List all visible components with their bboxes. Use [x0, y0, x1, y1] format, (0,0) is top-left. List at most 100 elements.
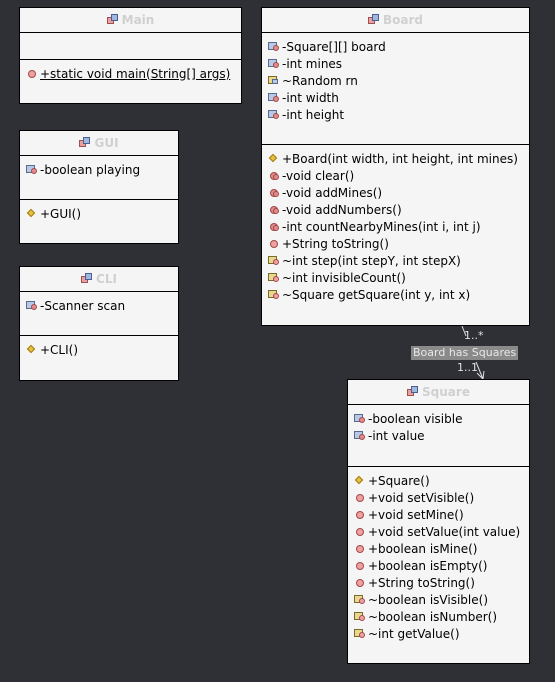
operation-text: +boolean isMine() [368, 541, 478, 556]
operation-row[interactable]: ~Square getSquare(int y, int x) [262, 286, 529, 303]
operation-text: +String toString() [282, 236, 389, 251]
operation-text: +Board(int width, int height, int mines) [282, 151, 518, 166]
operation-row[interactable]: +void setValue(int value) [348, 523, 529, 540]
operations-section: +Square() +void setVisible() +void setMine… [348, 467, 529, 642]
attribute-text: -Square[][] board [282, 39, 386, 54]
attribute-row[interactable]: -boolean playing [20, 161, 178, 178]
association-label[interactable]: Board has Squares [411, 346, 519, 360]
attribute-row[interactable]: -int value [348, 427, 529, 444]
private-field-icon [268, 58, 279, 69]
class-gui[interactable]: GUI -boolean playing +GUI() [19, 130, 179, 244]
class-icon [106, 14, 119, 26]
operation-row[interactable]: +String toString() [348, 574, 529, 591]
constructor-icon [26, 344, 37, 355]
operation-row[interactable]: +void setMine() [348, 506, 529, 523]
operations-section: +Board(int width, int height, int mines)… [262, 145, 529, 303]
operation-text: -int countNearbyMines(int i, int j) [282, 219, 481, 234]
operation-row[interactable]: +boolean isEmpty() [348, 557, 529, 574]
operation-text: +void setMine() [368, 507, 464, 522]
operation-row[interactable]: ~int getValue() [348, 625, 529, 642]
attribute-row[interactable]: -Square[][] board [262, 38, 529, 55]
operation-text: ~int step(int stepY, int stepX) [282, 253, 461, 268]
attribute-text: -Scanner scan [40, 298, 126, 313]
operation-row[interactable]: ~boolean isNumber() [348, 608, 529, 625]
operation-row[interactable]: +boolean isMine() [348, 540, 529, 557]
operation-text: +GUI() [40, 206, 82, 221]
attributes-section: -boolean visible-int value [348, 405, 529, 467]
private-field-icon [354, 413, 365, 424]
operation-row[interactable]: -void clear() [262, 167, 529, 184]
private-field-icon [26, 164, 37, 175]
operation-row[interactable]: ~int invisibleCount() [262, 269, 529, 286]
package-method-icon [354, 628, 365, 639]
operation-text: ~boolean isNumber() [368, 609, 497, 624]
operation-text: +Square() [368, 473, 430, 488]
class-main[interactable]: Main +static void main(String[] args) [19, 7, 242, 104]
static-method-icon [26, 68, 37, 79]
operation-row[interactable]: +void setVisible() [348, 489, 529, 506]
attribute-text: -int width [282, 90, 339, 105]
private-method-icon [268, 204, 279, 215]
private-field-icon [268, 109, 279, 120]
class-icon [81, 273, 93, 285]
operation-text: -void addMines() [282, 185, 383, 200]
class-name: CLI [96, 272, 117, 286]
operation-text: ~int invisibleCount() [282, 270, 406, 285]
operation-text: +static void main(String[] args) [40, 66, 231, 81]
public-method-icon [354, 492, 365, 503]
class-title: Board [262, 8, 529, 33]
class-icon [368, 14, 380, 26]
private-field-icon [26, 300, 37, 311]
operations-section: +CLI() [20, 336, 178, 358]
attribute-row[interactable]: -int width [262, 89, 529, 106]
class-square[interactable]: Square -boolean visible-int value +Squar… [347, 379, 530, 664]
operation-text: +void setValue(int value) [368, 524, 521, 539]
operation-row[interactable]: +Board(int width, int height, int mines) [262, 150, 529, 167]
attribute-text: -int height [282, 107, 345, 122]
operation-text: ~int getValue() [368, 626, 460, 641]
class-title: Square [348, 380, 529, 405]
operation-text: +CLI() [40, 342, 79, 357]
operation-row[interactable]: +static void main(String[] args) [20, 65, 241, 82]
attribute-row[interactable]: -Scanner scan [20, 297, 178, 314]
operation-row[interactable]: -int countNearbyMines(int i, int j) [262, 218, 529, 235]
attribute-text: -boolean playing [40, 162, 141, 177]
class-board[interactable]: Board -Square[][] board-int mines~Random… [261, 7, 530, 326]
operations-section: +GUI() [20, 200, 178, 222]
attributes-section: -Square[][] board-int mines~Random rn -in… [262, 33, 529, 145]
public-method-icon [354, 543, 365, 554]
operation-text: +void setVisible() [368, 490, 475, 505]
public-method-icon [354, 577, 365, 588]
operation-row[interactable]: ~int step(int stepY, int stepX) [262, 252, 529, 269]
attribute-row[interactable]: -int height [262, 106, 529, 123]
class-title: Main [20, 8, 241, 33]
public-method-icon [268, 238, 279, 249]
class-cli[interactable]: CLI -Scanner scan +CLI() [19, 266, 179, 381]
attribute-row[interactable]: -int mines [262, 55, 529, 72]
source-multiplicity: 1..* [464, 329, 484, 342]
operation-row[interactable]: +CLI() [20, 341, 178, 358]
operation-row[interactable]: -void addMines() [262, 184, 529, 201]
operation-row[interactable]: +String toString() [262, 235, 529, 252]
constructor-icon [354, 475, 365, 486]
constructor-icon [26, 208, 37, 219]
operation-row[interactable]: ~boolean isVisible() [348, 591, 529, 608]
class-title: CLI [20, 267, 178, 292]
operation-row[interactable]: +Square() [348, 472, 529, 489]
operation-row[interactable]: +GUI() [20, 205, 178, 222]
target-multiplicity: 1..1 [457, 361, 478, 374]
attribute-text: ~Random rn [282, 73, 358, 88]
package-method-icon [354, 594, 365, 605]
public-method-icon [354, 526, 365, 537]
public-method-icon [354, 560, 365, 571]
class-icon [79, 137, 91, 149]
operation-text: -void clear() [282, 168, 355, 183]
attribute-row[interactable]: -boolean visible [348, 410, 529, 427]
private-method-icon [268, 170, 279, 181]
package-method-icon [268, 289, 279, 300]
private-method-icon [268, 187, 279, 198]
operation-row[interactable]: -void addNumbers() [262, 201, 529, 218]
package-method-icon [268, 255, 279, 266]
class-name: GUI [94, 136, 119, 150]
attribute-row[interactable]: ~Random rn [262, 72, 529, 89]
